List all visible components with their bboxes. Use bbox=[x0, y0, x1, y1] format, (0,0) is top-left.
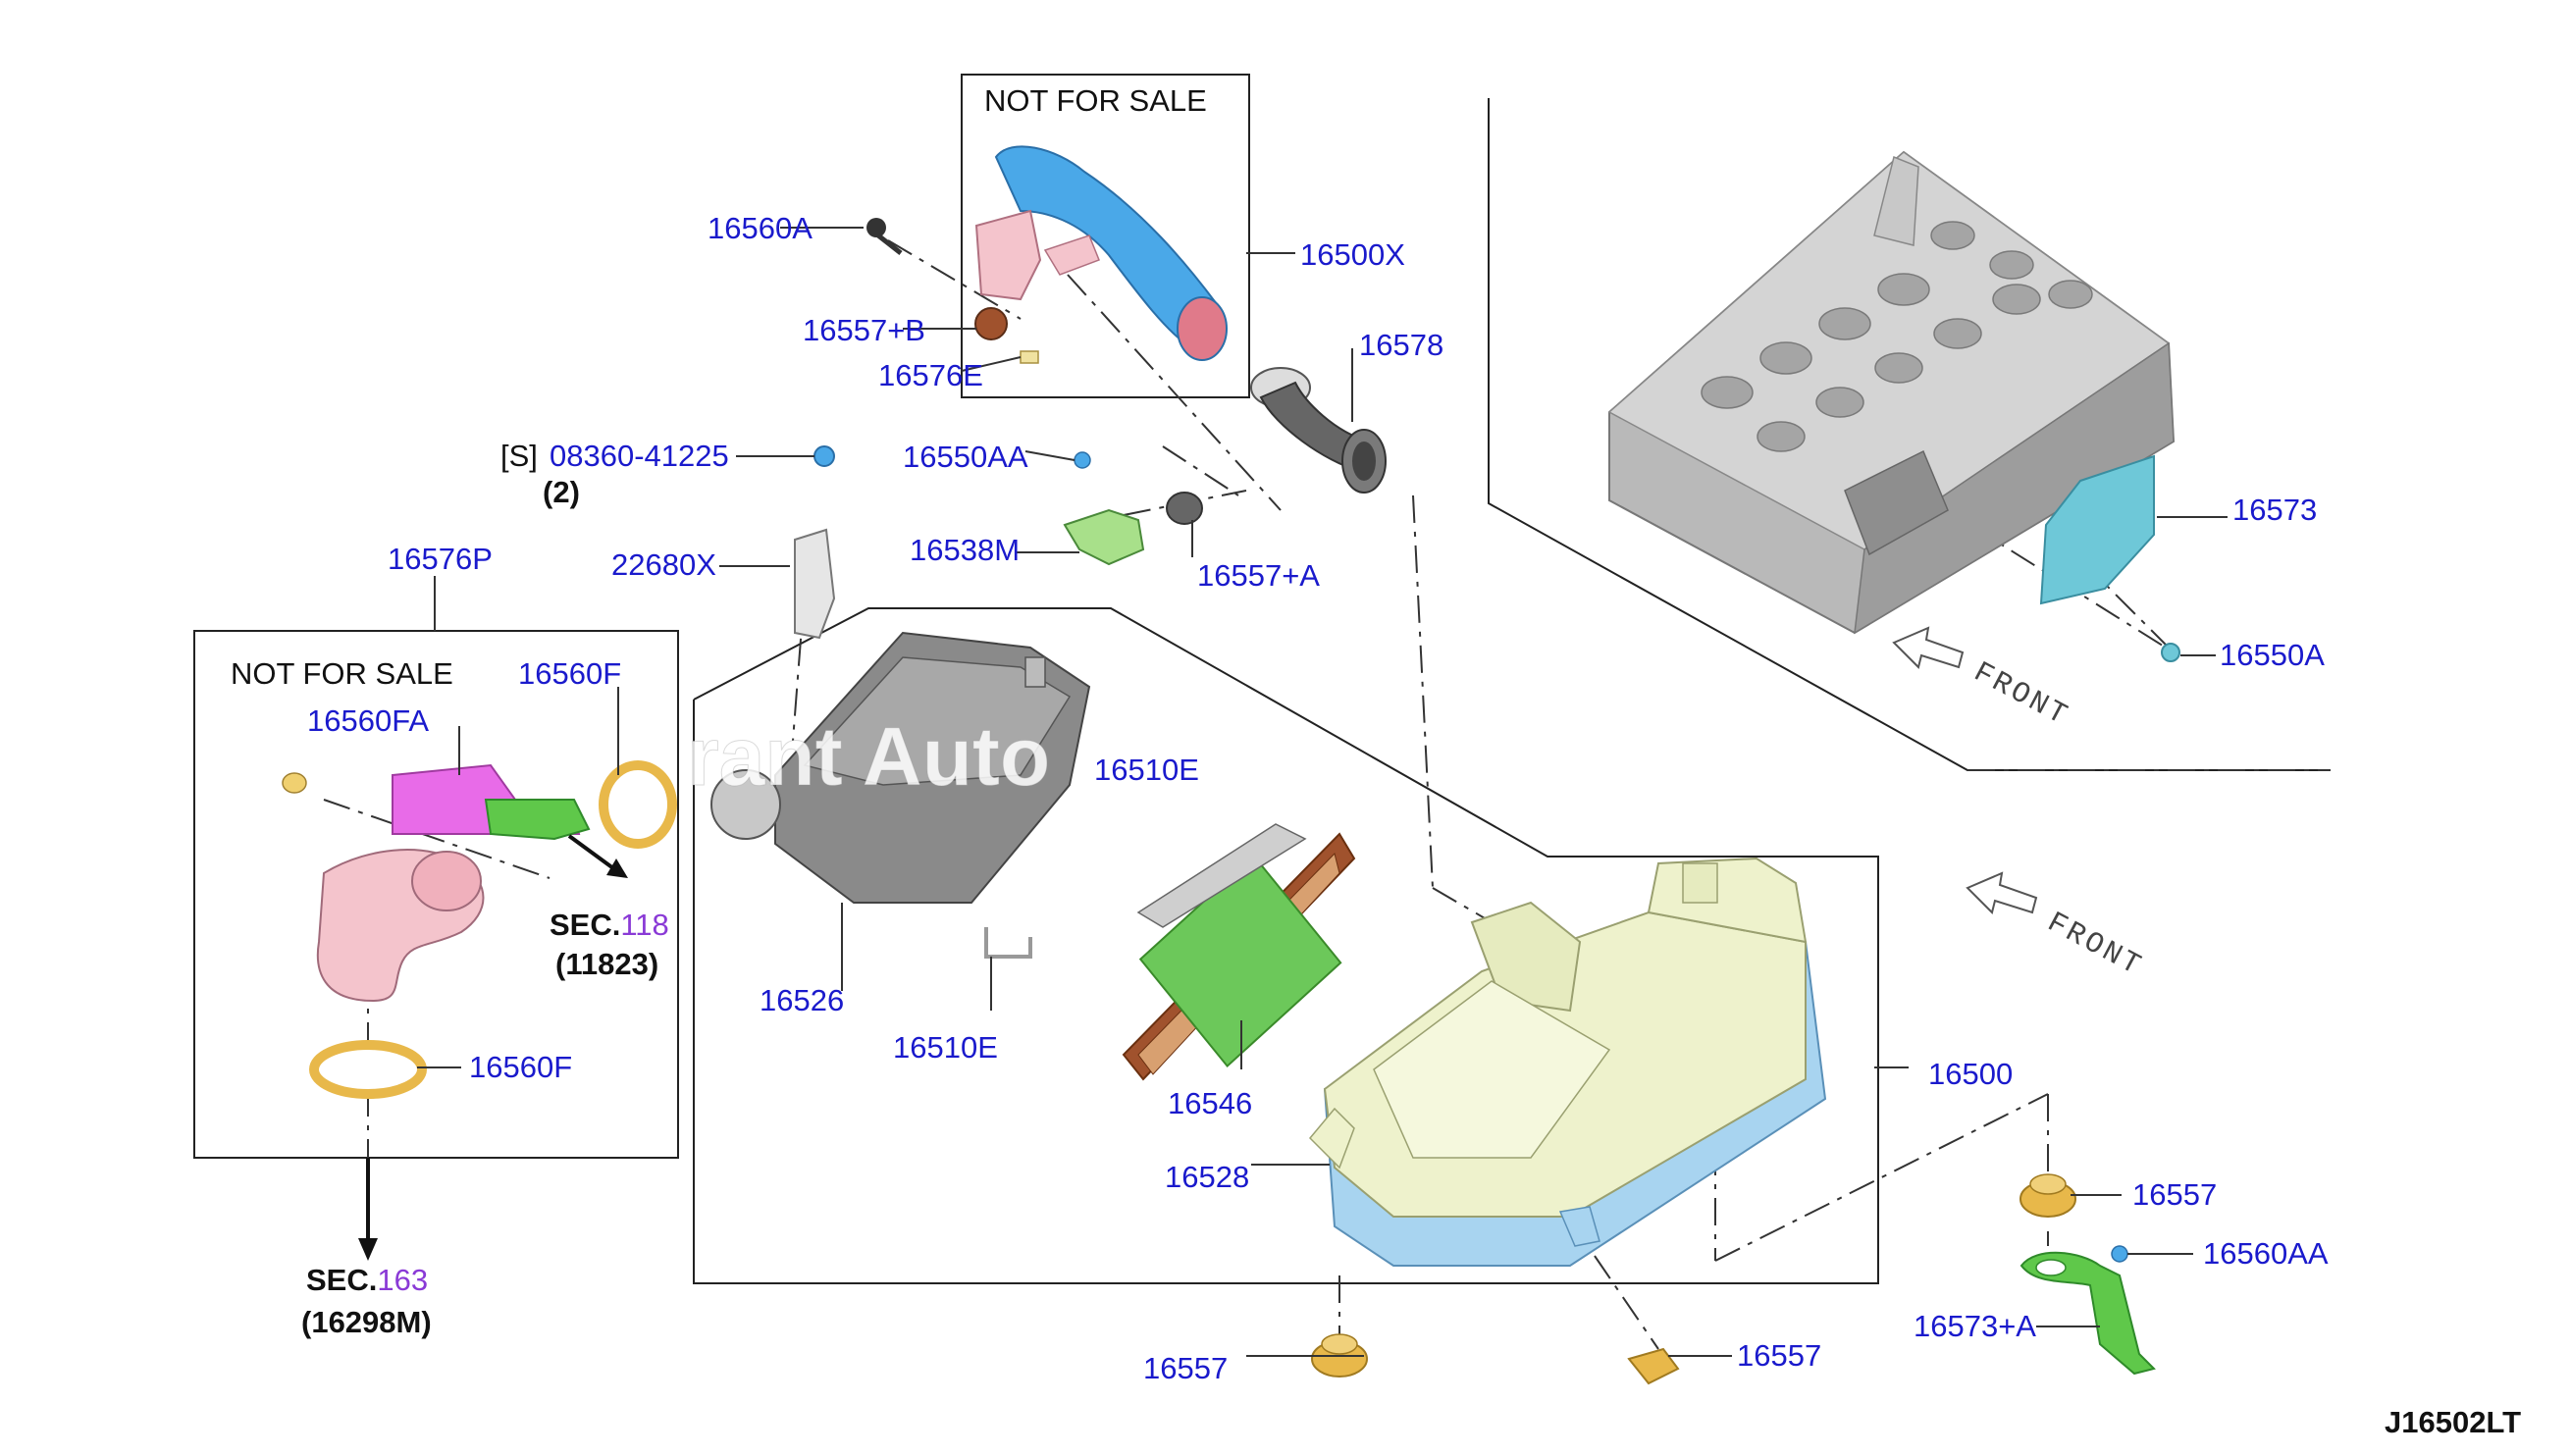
label-16560AA[interactable]: 16560AA bbox=[2203, 1236, 2329, 1271]
cover-plate-16573 bbox=[2039, 454, 2155, 605]
label-16578[interactable]: 16578 bbox=[1359, 328, 1443, 362]
bracket-16538M bbox=[1063, 451, 1203, 566]
svg-text:(11823): (11823) bbox=[555, 947, 658, 981]
label-16546[interactable]: 16546 bbox=[1168, 1086, 1252, 1120]
air-cleaner-group-frame bbox=[693, 607, 1879, 1284]
front-arrow-upper: FRONT bbox=[1892, 626, 2074, 734]
diagram-code: J16502LT bbox=[2385, 1405, 2521, 1439]
svg-text:FRONT: FRONT bbox=[1967, 656, 2074, 734]
label-16560A-top[interactable]: 16560A bbox=[708, 211, 813, 245]
bolt-16550A bbox=[2161, 643, 2180, 662]
label-16560F-bottom[interactable]: 16560F bbox=[469, 1050, 572, 1084]
label-16500X[interactable]: 16500X bbox=[1300, 237, 1405, 272]
bolt-spec: [S] 08360-41225 (2) bbox=[500, 439, 729, 509]
label-16510E-top[interactable]: 16510E bbox=[1094, 753, 1199, 787]
watermark: rant Auto bbox=[687, 710, 1050, 803]
mount-16557-right bbox=[2019, 1173, 2076, 1218]
engine-cutaway-line bbox=[1488, 98, 2331, 771]
label-16550AA[interactable]: 16550AA bbox=[903, 440, 1028, 474]
section-ref-118[interactable]: SEC.118 (11823) bbox=[550, 908, 669, 981]
label-16528[interactable]: 16528 bbox=[1165, 1160, 1249, 1194]
clamp-16560F-upper bbox=[599, 760, 677, 849]
upper-not-for-sale-box bbox=[961, 74, 1250, 398]
svg-text:FRONT: FRONT bbox=[2041, 907, 2148, 984]
section-ref-163[interactable]: SEC.163 (16298M) bbox=[301, 1263, 432, 1339]
leader-lines bbox=[358, 227, 2228, 1357]
upper-box-note: NOT FOR SALE bbox=[984, 83, 1207, 118]
cylinder-head-illustration bbox=[1607, 150, 2176, 635]
label-16557B[interactable]: 16557+B bbox=[803, 313, 925, 347]
label-22680X[interactable]: 22680X bbox=[611, 547, 716, 582]
label-16557-center[interactable]: 16557 bbox=[1737, 1338, 1821, 1373]
label-16557-bottom[interactable]: 16557 bbox=[1143, 1351, 1228, 1385]
mount-16557-center bbox=[1627, 1347, 1680, 1385]
bolt-spec-qty: (2) bbox=[543, 475, 580, 509]
sensor-22680X bbox=[794, 445, 836, 640]
clamp-16560F-lower bbox=[309, 1040, 427, 1099]
mount-16557-bottom bbox=[1311, 1333, 1368, 1378]
bolt-spec-prefix: [S] bbox=[500, 439, 538, 473]
bracket-16573A bbox=[2019, 1245, 2156, 1376]
clip-16510E bbox=[984, 927, 1032, 959]
duct-16500X bbox=[974, 145, 1228, 361]
intake-duct-16576P bbox=[282, 763, 591, 1003]
svg-text:SEC.118: SEC.118 bbox=[550, 908, 669, 942]
bolt-16560A-upper bbox=[866, 218, 903, 255]
part-labels: 16560A 16500X 16557+B 16576E 16578 16550… bbox=[307, 211, 2329, 1385]
label-16560F-top[interactable]: 16560F bbox=[518, 656, 621, 691]
bolt-spec-number[interactable]: 08360-41225 bbox=[550, 439, 729, 473]
grommet-16557B bbox=[974, 307, 1008, 340]
left-not-for-sale-box bbox=[193, 630, 679, 1159]
label-16557A[interactable]: 16557+A bbox=[1197, 558, 1320, 593]
front-arrow-lower: FRONT bbox=[1966, 871, 2148, 984]
label-16510E[interactable]: 16510E bbox=[893, 1030, 998, 1065]
air-cleaner-lid-16526 bbox=[710, 631, 1091, 904]
label-16573[interactable]: 16573 bbox=[2232, 493, 2317, 527]
hose-16578 bbox=[1250, 367, 1387, 494]
label-16538M[interactable]: 16538M bbox=[910, 533, 1020, 567]
filter-16546 bbox=[1122, 823, 1356, 1081]
label-16576P[interactable]: 16576P bbox=[388, 542, 493, 576]
label-16557-right[interactable]: 16557 bbox=[2132, 1177, 2217, 1212]
label-16573A[interactable]: 16573+A bbox=[1914, 1309, 2036, 1343]
air-cleaner-case-16500 bbox=[1308, 857, 1827, 1267]
label-16500[interactable]: 16500 bbox=[1928, 1057, 2013, 1091]
left-box-note: NOT FOR SALE bbox=[231, 656, 453, 691]
label-16576E[interactable]: 16576E bbox=[878, 358, 983, 392]
label-16550A[interactable]: 16550A bbox=[2220, 638, 2325, 672]
clip-16576E bbox=[1020, 350, 1039, 364]
svg-text:(16298M): (16298M) bbox=[301, 1305, 432, 1339]
svg-text:SEC.163: SEC.163 bbox=[306, 1263, 428, 1297]
label-16526[interactable]: 16526 bbox=[760, 983, 844, 1017]
label-16560FA[interactable]: 16560FA bbox=[307, 703, 429, 738]
